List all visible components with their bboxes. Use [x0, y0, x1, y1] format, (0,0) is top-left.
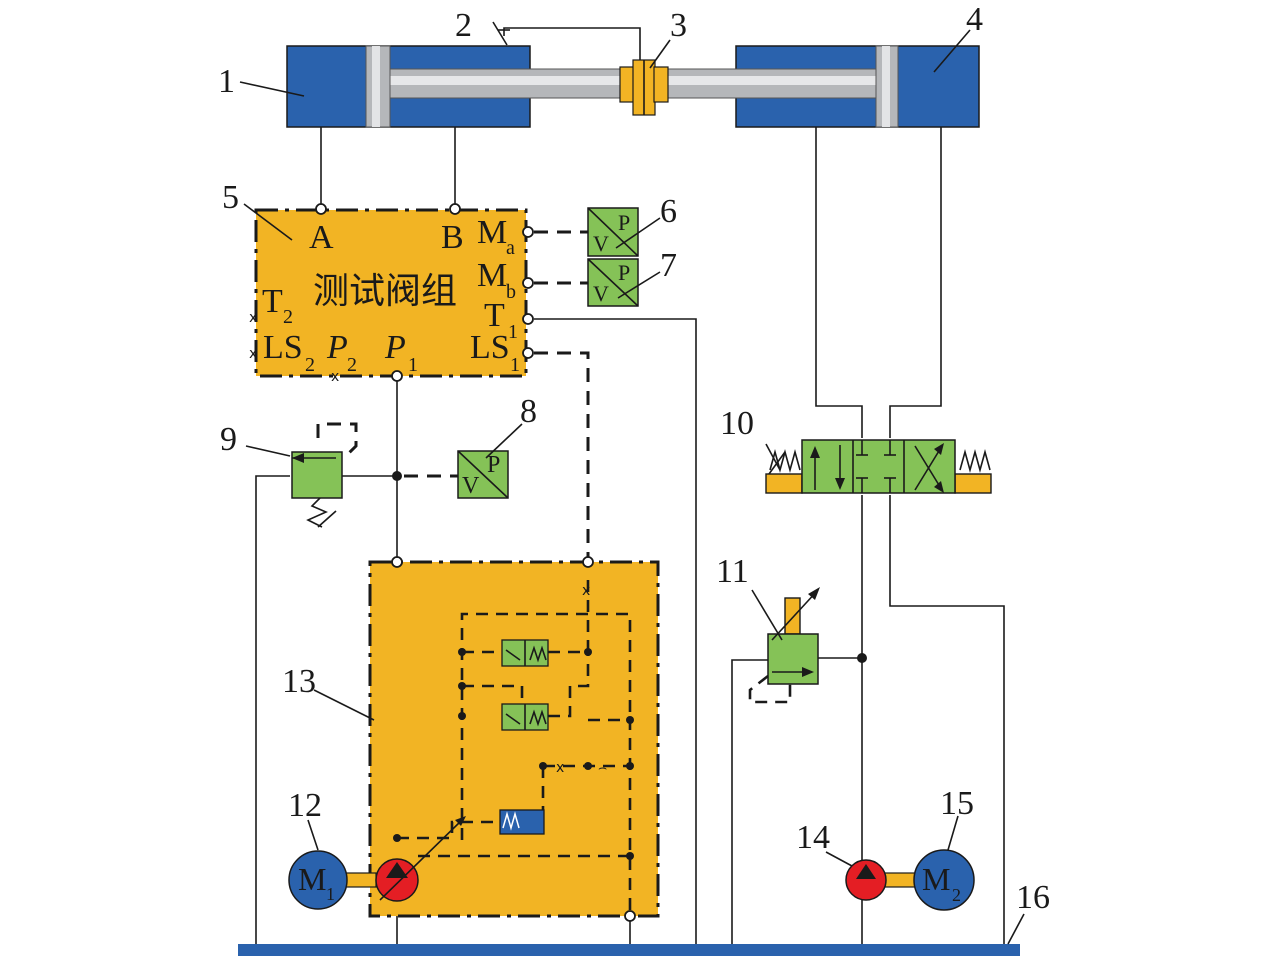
port-LS1-label: LS [470, 329, 510, 366]
callout-15: 15 [940, 785, 974, 822]
sensor-6-v: V [593, 231, 609, 256]
directional-valve-10 [765, 439, 992, 494]
port-Mb [522, 277, 534, 289]
port-P1 [391, 370, 403, 382]
motor-M1: M 1 [288, 850, 348, 910]
port-T2-sub: 2 [283, 306, 293, 328]
block13-port-t [624, 910, 636, 922]
pressure-sensor-7: V P [587, 258, 639, 307]
callout-numbers: 1 2 3 4 5 6 7 8 9 10 11 12 13 14 15 16 [218, 1, 1050, 916]
svg-text:x: x [556, 760, 564, 776]
port-A [315, 203, 327, 215]
junction-dots [392, 471, 867, 860]
cylinder-4 [663, 45, 980, 128]
port-LS1 [522, 347, 534, 359]
block13-port-p [391, 556, 403, 568]
port-T1-label: T [484, 297, 505, 334]
port-LS2-sub: 2 [305, 354, 315, 376]
port-T1 [522, 313, 534, 325]
sensor-8-p: P [487, 452, 500, 478]
port-P1-label: P [384, 329, 406, 366]
cylinder-1 [286, 45, 621, 128]
port-P1-sub: 1 [408, 354, 418, 376]
port-T1-sub: 1 [508, 321, 518, 343]
port-Ma-label: M [477, 214, 507, 251]
callout-2: 2 [455, 7, 472, 44]
relief-valve-11 [748, 587, 820, 704]
svg-text:⌢: ⌢ [598, 760, 607, 776]
solid-lines [255, 21, 1005, 945]
block13-port-ls [582, 556, 594, 568]
port-B-label: B [441, 219, 464, 256]
oil-tank [238, 944, 1020, 956]
sensor-7-p: P [618, 260, 630, 285]
relief-valve-9 [291, 451, 343, 528]
callout-13: 13 [282, 663, 316, 700]
fixed-pump-14 [845, 859, 917, 901]
callout-4: 4 [966, 1, 983, 38]
pilot-lines [316, 230, 590, 560]
sensor-6-p: P [618, 210, 630, 235]
sensor-8-v: V [462, 473, 480, 499]
valve-block-title: 测试阀组 [313, 271, 457, 312]
port-LS2-label: LS [263, 329, 303, 366]
pressure-sensor-8: V P [457, 450, 509, 499]
callout-9: 9 [220, 421, 237, 458]
svg-text:x: x [331, 369, 339, 385]
callout-16: 16 [1016, 879, 1050, 916]
motor-m2-label: M [922, 861, 950, 897]
svg-text:x: x [582, 583, 590, 599]
pump-control-block-13: x ⌢ x [368, 556, 660, 922]
port-P2-sub: 2 [347, 354, 357, 376]
callout-3: 3 [670, 7, 687, 44]
port-A-label: A [309, 219, 334, 256]
motor-m1-sub: 1 [326, 884, 335, 904]
port-T2-label: T [262, 283, 283, 320]
port-Mb-label: M [477, 257, 507, 294]
sensor-7-v: V [593, 281, 609, 306]
force-sensor [619, 59, 669, 116]
motor-m1-label: M [298, 861, 326, 897]
svg-text:x: x [249, 310, 257, 326]
svg-text:x: x [249, 346, 257, 362]
callout-7: 7 [660, 247, 677, 284]
port-Ma [522, 226, 534, 238]
callout-14: 14 [796, 819, 830, 856]
test-valve-block: 测试阀组 A B M a M b T 1 LS 1 T 2 LS 2 P 2 P… [249, 203, 534, 385]
callout-10: 10 [720, 405, 754, 442]
port-LS1-sub: 1 [510, 354, 520, 376]
callout-leaders [239, 29, 1025, 945]
callout-6: 6 [660, 193, 677, 230]
motor-m2-sub: 2 [952, 885, 961, 905]
callout-5: 5 [222, 179, 239, 216]
pressure-sensor-6: V P [587, 207, 639, 257]
motor-M2: M 2 [913, 849, 975, 911]
callout-11: 11 [716, 553, 749, 590]
callout-12: 12 [288, 787, 322, 824]
port-B [449, 203, 461, 215]
callout-8: 8 [520, 393, 537, 430]
port-Mb-sub: b [506, 281, 516, 303]
port-Ma-sub: a [506, 237, 515, 259]
callout-1: 1 [218, 63, 235, 100]
port-P2-label: P [326, 329, 348, 366]
